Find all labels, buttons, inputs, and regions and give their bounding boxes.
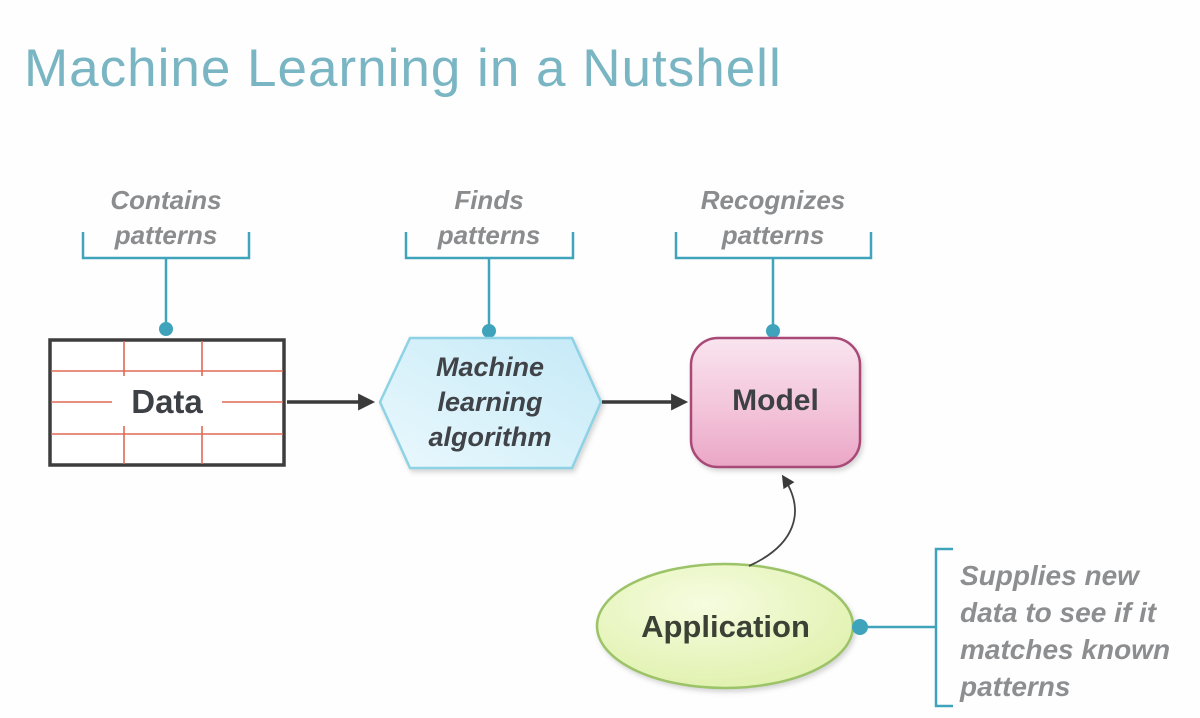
- application-note: Supplies new data to see if it matches k…: [960, 557, 1195, 705]
- callout-label-finds-patterns: Finds patterns: [437, 185, 541, 250]
- connector-dot-icon: [159, 322, 173, 336]
- callout-label-contains-patterns: Contains patterns: [110, 185, 222, 250]
- application-note-bracket: [852, 547, 953, 708]
- node-label-application: Application: [641, 609, 810, 644]
- connector-dot-icon: [766, 324, 780, 338]
- callout-bracket-contains: [81, 232, 251, 336]
- model-box-shape: [689, 336, 862, 469]
- connector-dot-icon: [482, 324, 496, 338]
- application-note-line: data to see if it: [960, 597, 1157, 628]
- data-node-shape: [48, 338, 286, 467]
- connector-dot-icon: [852, 619, 868, 635]
- application-to-model-arrow: [748, 474, 796, 567]
- application-note-line: patterns: [960, 671, 1071, 702]
- callout-bracket-recognizes: [674, 232, 873, 338]
- bracket-line: [934, 547, 953, 708]
- node-label-data: Data: [131, 383, 203, 420]
- application-note-line: Supplies new: [960, 560, 1139, 591]
- node-label-model: Model: [732, 384, 819, 417]
- algorithm-hexagon-shape: [378, 336, 603, 470]
- application-note-line: matches known: [960, 634, 1171, 665]
- page-title: Machine Learning in a Nutshell: [24, 38, 782, 98]
- callout-label-recognizes-patterns: Recognizes patterns: [700, 185, 846, 250]
- data-grid-lines: [51, 341, 283, 464]
- node-label-machine-learning-algorithm: Machine learning algorithm: [428, 352, 552, 452]
- callout-bracket-finds: [404, 232, 575, 338]
